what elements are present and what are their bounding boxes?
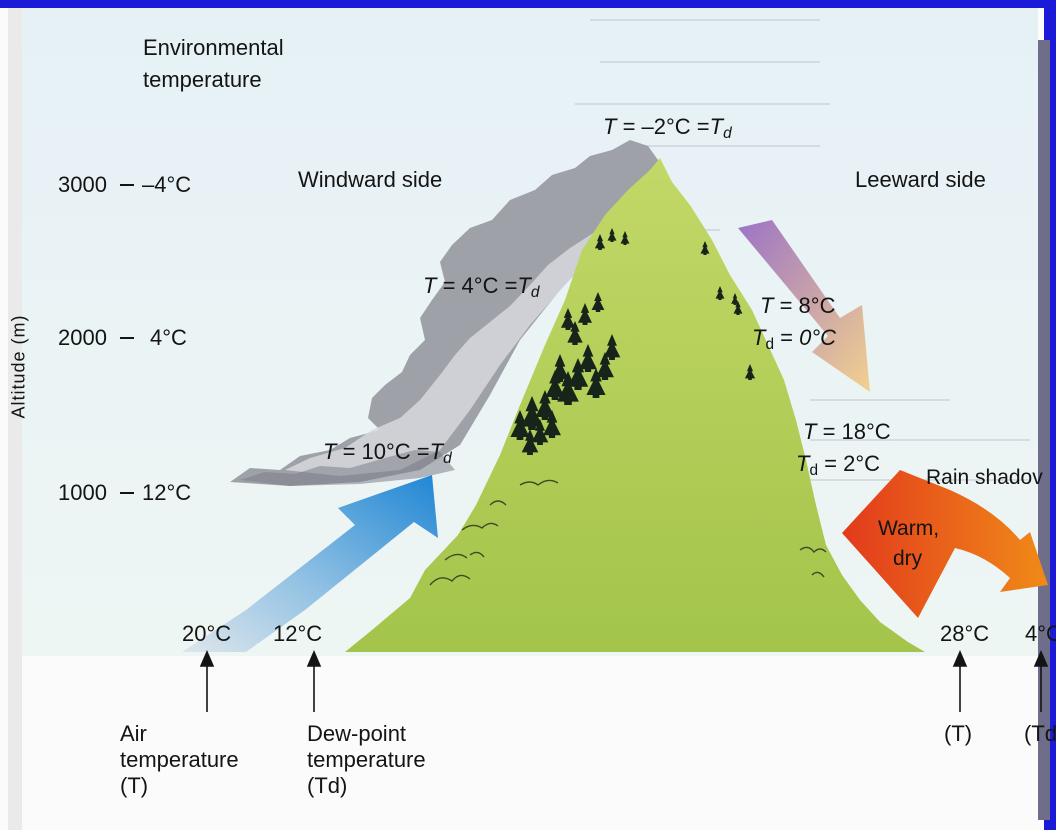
air-temperature-label-line1: Air: [120, 721, 147, 746]
conifer-tree: [731, 293, 739, 305]
windward-base-dew-point: 12°C: [273, 621, 323, 646]
altitude-1000: 1000: [58, 480, 107, 505]
air-temperature-label-line2: temperature: [120, 747, 239, 772]
conifer-tree: [521, 396, 543, 430]
conifer-tree: [579, 344, 597, 372]
conifer-tree: [596, 352, 614, 380]
warm-dry-wind-arrow: [842, 470, 1048, 618]
rock-texture: [429, 479, 827, 586]
conifer-tree: [560, 308, 576, 330]
leeward-base-dew-point: 4°C: [1025, 621, 1056, 646]
leeward-base-air-temp: 28°C: [940, 621, 990, 646]
altitude-3000: 3000: [58, 172, 107, 197]
conifer-tree: [531, 419, 549, 445]
windward-base-air-temp: 20°C: [182, 621, 232, 646]
windward-2000-temperature: T = 4°C =Td: [423, 273, 540, 301]
windward-rising-air-arrow: [182, 475, 438, 652]
conifer-tree: [510, 410, 530, 440]
forest: [510, 228, 756, 455]
page-edge-shadow: [1038, 40, 1050, 820]
leeward-side-title: Leeward side: [855, 167, 986, 192]
conifer-tree: [620, 231, 630, 245]
dew-point-label-line2: temperature: [307, 747, 426, 772]
slide-top-border: [0, 0, 1056, 8]
cloud-bank: [230, 140, 664, 486]
warm-dry-label-line2: dry: [893, 547, 923, 570]
conifer-tree: [567, 358, 589, 390]
leeward-upper-Td: Td = 0°C: [752, 325, 837, 353]
dew-point-label-line3: (Td): [307, 773, 348, 798]
conifer-tree: [535, 390, 555, 420]
env-temp-1000: 12°C: [142, 480, 192, 505]
conifer-tree: [577, 303, 593, 325]
env-temp-title-line2: temperature: [143, 67, 262, 92]
conifer-tree: [586, 368, 606, 398]
windward-1000-temperature: T = 10°C =Td: [323, 439, 452, 467]
env-temp-3000: –4°C: [142, 172, 192, 197]
env-temp-2000: 4°C: [150, 325, 187, 350]
dew-point-label-line1: Dew-point: [307, 721, 407, 746]
label-pointers: [199, 649, 1049, 712]
air-temperature-label-line3: (T): [120, 773, 149, 798]
conifer-tree: [700, 241, 710, 255]
conifer-tree: [607, 228, 617, 242]
conifer-tree: [543, 410, 561, 438]
altitude-2000: 2000: [58, 325, 107, 350]
conifer-tree: [567, 321, 583, 345]
leeward-T-label: (T): [944, 721, 973, 746]
leeward-lower-T: T = 18°C: [803, 419, 891, 444]
summit-temperature: T = –2°C =Td: [603, 114, 732, 142]
conifer-tree: [545, 370, 565, 400]
leeward-descending-air-arrow: [738, 220, 870, 392]
conifer-tree: [594, 234, 606, 250]
leeward-upper-T: T = 8°C: [760, 293, 836, 318]
warm-dry-label-line1: Warm,: [878, 517, 940, 540]
mountain: [345, 158, 925, 652]
axis-ticks: [120, 184, 134, 494]
rain-shadow-label: Rain shadov: [926, 466, 1043, 489]
conifer-tree: [603, 334, 621, 360]
windward-side-title: Windward side: [298, 167, 443, 192]
leeward-lower-Td: Td = 2°C: [796, 451, 881, 479]
conifer-tree: [521, 429, 539, 455]
conifer-tree: [715, 286, 725, 300]
altitude-axis-title: Altitude (m): [8, 314, 29, 419]
conifer-tree: [744, 364, 756, 380]
conifer-tree: [551, 354, 569, 382]
conifer-tree: [557, 371, 579, 405]
env-temp-title-line1: Environmental: [143, 35, 284, 60]
conifer-tree: [591, 292, 605, 312]
conifer-tree: [733, 301, 743, 315]
page-binding-edge: [8, 8, 22, 830]
leeward-Td-label: (Td): [1024, 721, 1056, 746]
